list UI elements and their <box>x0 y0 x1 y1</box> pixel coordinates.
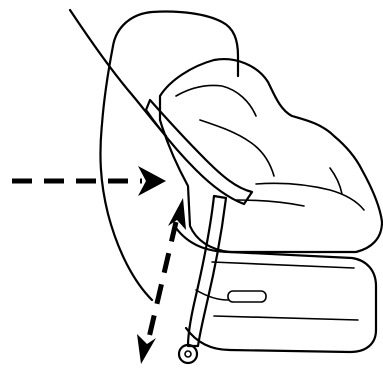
seat-cushion <box>160 59 382 252</box>
vehicle-seat-back <box>70 10 238 300</box>
belt-strap <box>146 100 252 363</box>
vertical-adjust-arrow <box>137 198 186 364</box>
horizontal-push-arrow <box>12 166 166 196</box>
